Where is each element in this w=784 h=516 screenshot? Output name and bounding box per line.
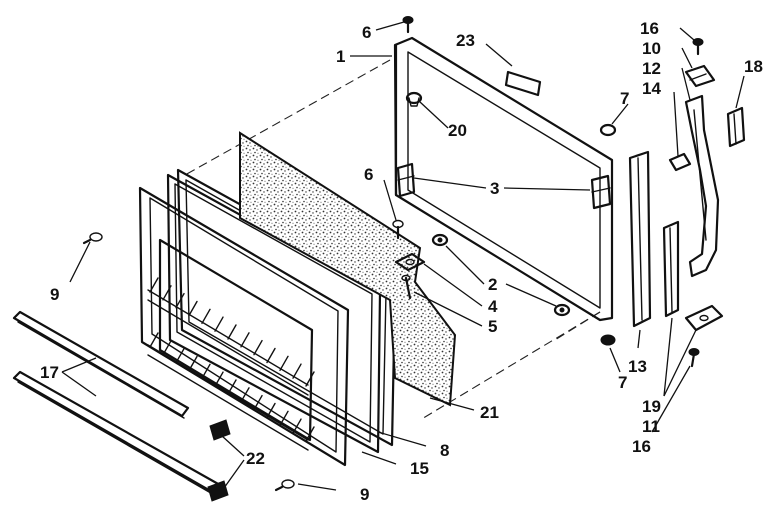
- callout-23: 23: [456, 31, 475, 50]
- callout-20: 20: [448, 121, 467, 140]
- handle-insert-part-18: [726, 106, 746, 148]
- callout-16-bottom: 16: [632, 437, 651, 456]
- callout-3: 3: [490, 179, 499, 198]
- plug-part-20: [405, 91, 423, 107]
- screw-upper-left-part-9: [82, 232, 103, 245]
- hinge-bracket-left-part-3: [396, 162, 416, 198]
- shelf-rib: [240, 387, 250, 403]
- shelf-rib: [175, 292, 185, 309]
- hole-plug-upper-part-2: [431, 233, 449, 247]
- bar-end-cap-lower-part-22: [207, 480, 229, 502]
- shelf-rib: [253, 394, 263, 411]
- cap-upper-part-7: [599, 123, 617, 137]
- callout-5: 5: [488, 317, 497, 336]
- shelf-rib: [279, 410, 289, 427]
- screw-part-5: [401, 274, 412, 300]
- shelf-rib: [240, 332, 250, 348]
- shelf-rib: [305, 371, 315, 387]
- shelf-rib: [227, 324, 237, 340]
- shelf-rib: [162, 340, 172, 356]
- trim-strip-part-13: [628, 150, 652, 328]
- callout-10: 10: [642, 39, 661, 58]
- handle-cap-upper-part-10: [684, 64, 716, 88]
- screw-lower-part-16: [688, 348, 700, 368]
- callout-12: 12: [642, 59, 661, 78]
- shelf-rib: [227, 379, 237, 395]
- callout-15: 15: [410, 459, 429, 478]
- callout-2: 2: [488, 275, 497, 294]
- callout-9-bottom: 9: [360, 485, 369, 504]
- shelf-rib: [162, 285, 172, 301]
- cap-lower-part-7: [600, 334, 616, 346]
- callout-1: 1: [336, 47, 345, 66]
- callout-21: 21: [480, 403, 499, 422]
- shelf-rib: [188, 300, 198, 317]
- outer-door-panel-part-1: [393, 36, 614, 322]
- handle-cap-lower-part-11: [684, 304, 724, 332]
- door-bar-upper-part-17: [12, 310, 190, 419]
- hinge-bushing-part-4: [394, 252, 426, 272]
- shelf-rib: [201, 308, 211, 325]
- screw-mid-part-6: [392, 219, 404, 240]
- screw-top-part-6: [402, 16, 414, 34]
- trim-small-part-19: [662, 220, 680, 318]
- shelf-rib: [266, 347, 276, 364]
- callout-9-left: 9: [50, 285, 59, 304]
- callout-19: 19: [642, 397, 661, 416]
- handle-clip-part-14: [668, 152, 692, 172]
- hinge-bracket-right-part-3: [590, 174, 612, 210]
- callout-8: 8: [440, 441, 449, 460]
- screw-bottom-part-9: [274, 479, 295, 492]
- hole-plug-lower-part-2: [553, 303, 571, 317]
- callout-16-top: 16: [640, 19, 659, 38]
- shelf-ribs: [149, 277, 315, 442]
- shelf-rib: [149, 277, 159, 293]
- callout-22: 22: [246, 449, 265, 468]
- callout-6-top: 6: [362, 23, 371, 42]
- callout-11: 11: [642, 417, 660, 436]
- shelf-rib: [214, 371, 224, 387]
- callout-numbers: 1 2 3 4 5 6 6 7 7 8 9 9 10 11 12 13 14 1…: [40, 19, 763, 504]
- bar-end-cap-upper-part-22: [209, 419, 231, 441]
- callout-7-top: 7: [620, 89, 629, 108]
- shelf-rib: [279, 355, 289, 372]
- shelf-rib: [175, 347, 185, 364]
- shelf-rib: [292, 363, 302, 379]
- door-bar-lower-part-17: [12, 370, 222, 497]
- callout-18: 18: [744, 57, 763, 76]
- callout-17: 17: [40, 363, 59, 382]
- callout-4: 4: [488, 297, 498, 316]
- leader-lines: [61, 21, 745, 491]
- shelf-rib: [292, 418, 302, 434]
- shelf-rib: [266, 402, 276, 419]
- handle-part-12: [684, 94, 720, 278]
- shelf-rib: [214, 316, 224, 332]
- callout-14: 14: [642, 79, 661, 98]
- screw-upper-part-16: [692, 38, 704, 56]
- shelf-rib: [201, 363, 211, 380]
- shelf-rib: [305, 426, 315, 442]
- nameplate-part-23: [504, 70, 542, 97]
- callout-13: 13: [628, 357, 647, 376]
- shelf-rib: [188, 355, 198, 372]
- callout-6-mid: 6: [364, 165, 373, 184]
- shelf-rib: [149, 332, 159, 348]
- liner-shelf-upper: [147, 289, 309, 396]
- door-liner: [138, 186, 350, 467]
- shelf-rib: [253, 339, 263, 356]
- callout-7-bottom: 7: [618, 373, 627, 392]
